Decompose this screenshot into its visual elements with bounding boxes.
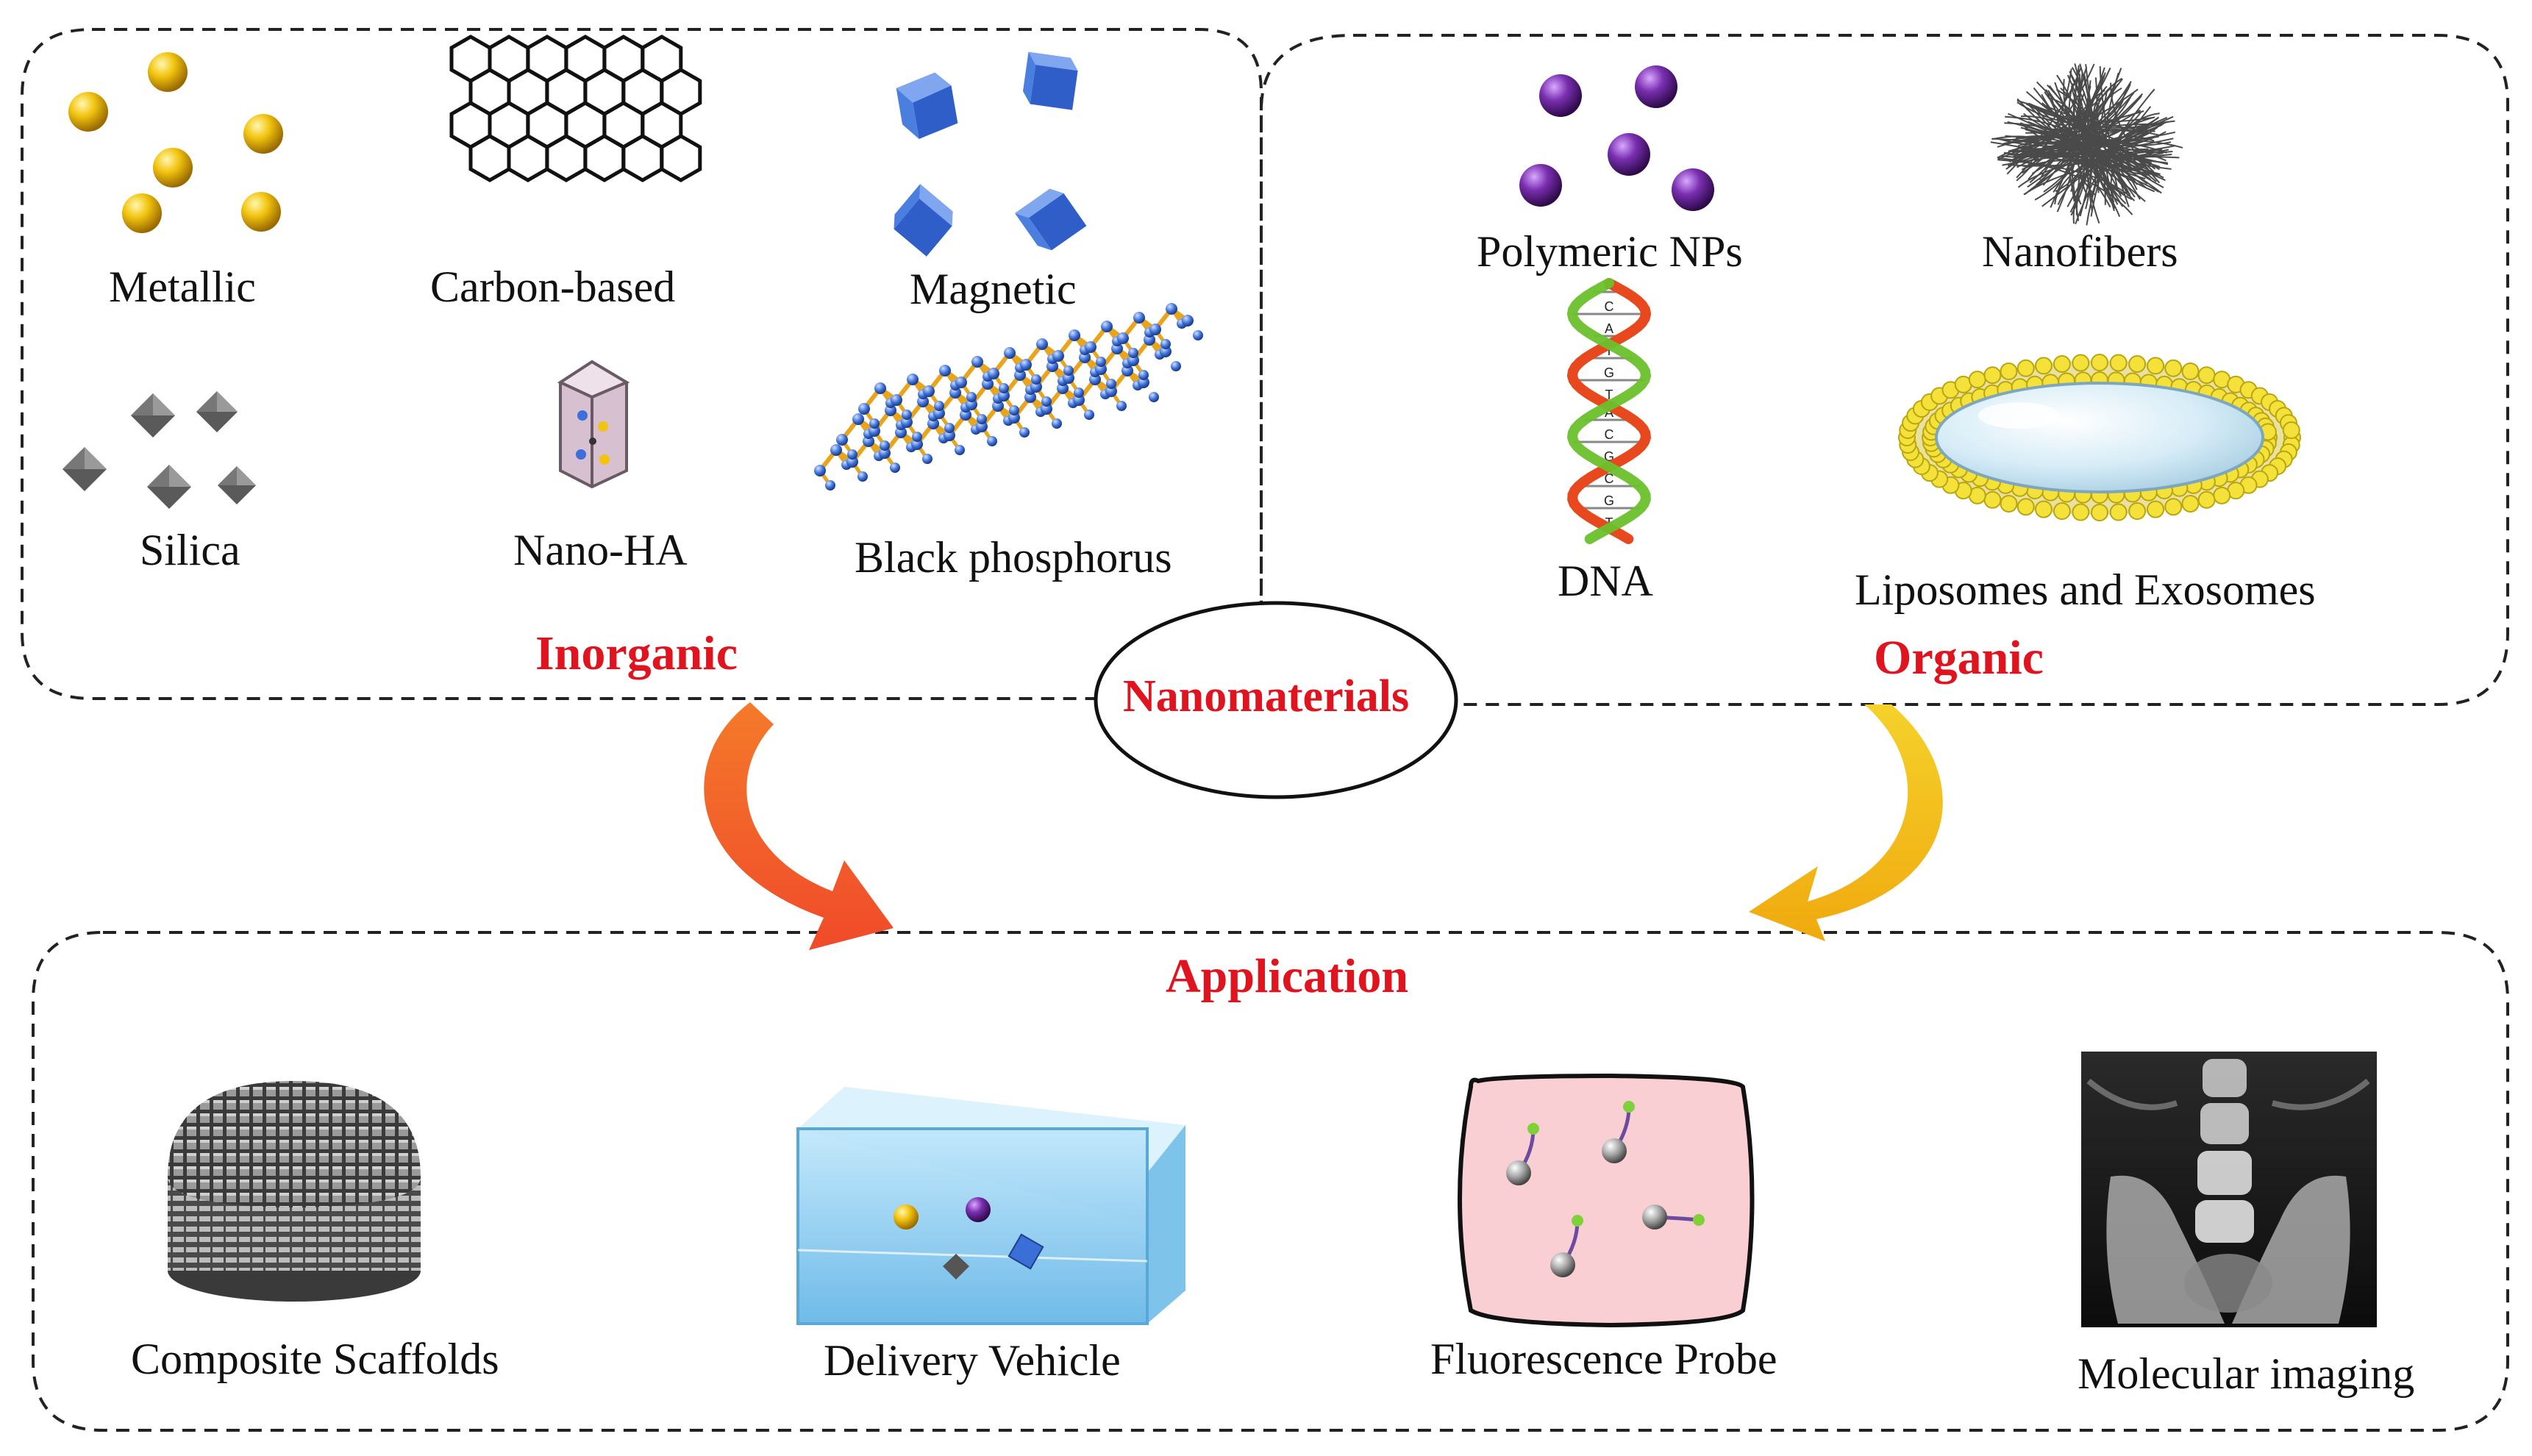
dna-base-letter: C <box>1605 427 1614 442</box>
label-silica: Silica <box>140 526 240 574</box>
label-magnetic: Magnetic <box>910 265 1077 313</box>
label-composite-scaffolds: Composite Scaffolds <box>131 1335 499 1383</box>
label-black-phosphorus: Black phosphorus <box>855 533 1172 582</box>
dna-base-letter: T <box>1605 388 1613 402</box>
label-nanofibers: Nanofibers <box>1982 227 2178 276</box>
dna-base-letter: T <box>1605 343 1613 358</box>
heading-inorganic: Inorganic <box>535 627 738 680</box>
blue-cube-icon <box>894 51 1087 257</box>
dna-base-letter: A <box>1605 321 1613 336</box>
hexagon-lattice-icon <box>449 35 702 182</box>
dna-base-letter: C <box>1605 471 1614 486</box>
label-polymeric-nps: Polymeric NPs <box>1477 227 1743 276</box>
fiber-mesh-icon <box>1990 63 2183 226</box>
label-nano-ha: Nano-HA <box>513 526 688 574</box>
hydrogel-block-icon <box>796 1087 1185 1325</box>
label-liposomes-exosomes: Liposomes and Exosomes <box>1855 565 2316 614</box>
porous-scaffold-icon <box>168 1081 421 1302</box>
label-dna: DNA <box>1558 557 1653 605</box>
heading-application: Application <box>1166 949 1409 1003</box>
nanomaterials-ellipse <box>1094 601 1458 799</box>
octahedron-icon <box>63 391 256 509</box>
dna-base-letter: G <box>1604 493 1614 508</box>
lipid-bilayer-icon <box>1898 354 2301 521</box>
arrow-inorganic-to-application <box>704 702 894 950</box>
label-metallic: Metallic <box>109 263 256 311</box>
arrow-organic-to-application <box>1749 704 1943 941</box>
label-carbon-based: Carbon-based <box>430 263 676 311</box>
heading-nanomaterials: Nanomaterials <box>1123 671 1410 721</box>
gold-sphere-icon <box>68 52 283 233</box>
purple-sphere-icon <box>1519 65 1714 211</box>
heading-organic: Organic <box>1874 631 2044 685</box>
organic-panel <box>1260 34 2509 706</box>
label-fluorescence-probe: Fluorescence Probe <box>1430 1335 1777 1383</box>
label-molecular-imaging: Molecular imaging <box>2078 1349 2415 1398</box>
hexagonal-prism-icon <box>557 360 630 489</box>
label-delivery-vehicle: Delivery Vehicle <box>824 1336 1121 1385</box>
puckered-layer-icon <box>814 303 1203 490</box>
x-ray-icon <box>2081 1052 2377 1327</box>
dna-base-letter: G <box>1604 365 1614 380</box>
application-panel <box>32 931 2509 1432</box>
fluorescent-probe-icon <box>1458 1073 1755 1328</box>
dna-base-letter: C <box>1605 299 1614 314</box>
